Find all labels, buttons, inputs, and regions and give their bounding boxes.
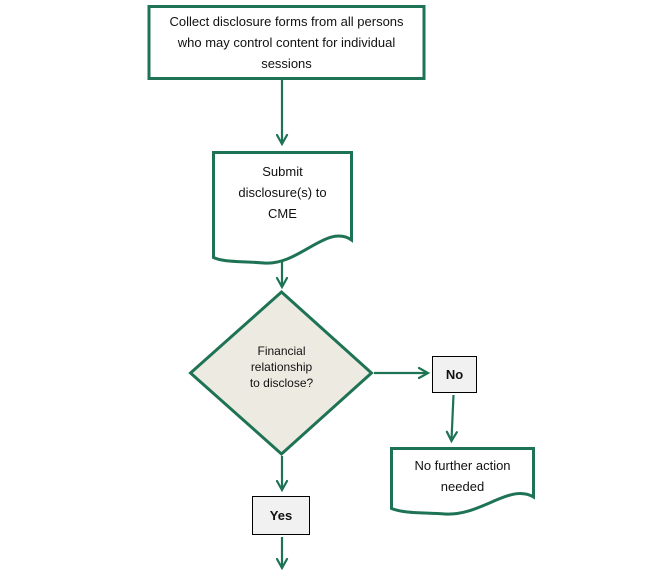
label-box-no: No [432, 356, 477, 393]
document-shape-no-action [390, 447, 535, 516]
label-box-yes: Yes [252, 496, 310, 535]
process-box-collect [147, 5, 426, 80]
decision-diamond-label: Financial relationship to disclose? [249, 344, 314, 390]
process-box-collect-label: Collect disclosure forms from all person… [169, 13, 404, 71]
document-shape-submit [212, 151, 353, 265]
label-box-yes-text: Yes [269, 508, 293, 523]
label-box-no-text: No [445, 367, 464, 382]
decision-diamond-financial [188, 289, 374, 457]
document-no-action-label: No further action needed [414, 458, 511, 494]
connector-no-to-no-action [452, 394, 454, 440]
document-submit-label: Submit disclosure(s) to CME [238, 164, 327, 221]
